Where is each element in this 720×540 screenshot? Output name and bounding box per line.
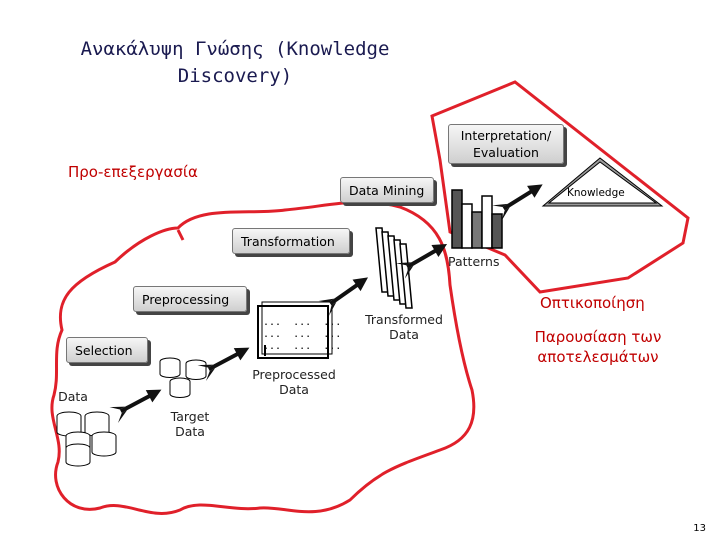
preprocessed-caption-line-2: Data	[279, 382, 309, 397]
title-line-2: Discovery)	[177, 65, 293, 87]
title-line-1: Ανακάλυψη Γνώσης (Knowledge	[80, 38, 390, 60]
knowledge-triangle-icon	[541, 157, 664, 207]
region-tick-mark	[176, 229, 185, 241]
process-arrows	[109, 184, 543, 423]
target-caption-line-1: Target	[170, 409, 210, 424]
preprocessing-step: Preprocessing	[133, 286, 247, 312]
interpretation-region-outline	[430, 80, 690, 294]
target-caption-line-2: Data	[175, 424, 205, 439]
interpretation-line-2: Evaluation	[473, 145, 539, 160]
presentation-label-line-1: Παρουσίαση των	[534, 328, 662, 346]
slide-title: Ανακάλυψη Γνώσης (Knowledge Discovery)	[30, 36, 440, 90]
presentation-greek-label: Παρουσίαση των αποτελεσμάτων	[513, 327, 683, 367]
visualization-greek-label: Οπτικοποίηση	[540, 294, 645, 312]
arrow-data-to-target	[109, 389, 162, 423]
presentation-label-line-2: αποτελεσμάτων	[537, 348, 659, 366]
preprocessed-data-caption: Preprocessed Data	[244, 367, 344, 397]
preprocessing-greek-label: Προ-επεξεργασία	[68, 163, 198, 181]
transformed-data-caption: Transformed Data	[356, 312, 452, 342]
selection-step: Selection	[66, 337, 148, 363]
preprocessed-caption-line-1: Preprocessed	[252, 367, 336, 382]
preprocessed-data-sheet-icon	[257, 301, 333, 359]
patterns-caption: Patterns	[448, 254, 500, 269]
page-number: 13	[693, 523, 706, 534]
knowledge-caption: Knowledge	[567, 187, 625, 199]
preprocessed-data-dots: ... ... ... ... ... ... ... ... ...	[263, 317, 342, 352]
interpretation-line-1: Interpretation/	[460, 128, 552, 143]
target-data-cylinders-icon	[159, 357, 207, 398]
patterns-bars-icon	[451, 189, 503, 249]
interpretation-evaluation-step: Interpretation/ Evaluation	[448, 124, 564, 164]
data-cylinders-icon	[56, 411, 117, 467]
preprocessing-region-outline	[50, 200, 476, 515]
transformed-data-stack-icon	[375, 227, 413, 309]
data-caption: Data	[58, 389, 88, 404]
data-mining-step: Data Mining	[340, 177, 434, 203]
transformed-caption-line-2: Data	[389, 327, 419, 342]
target-data-caption: Target Data	[160, 409, 220, 439]
transformed-caption-line-1: Transformed	[365, 312, 443, 327]
transformation-step: Transformation	[232, 228, 350, 254]
